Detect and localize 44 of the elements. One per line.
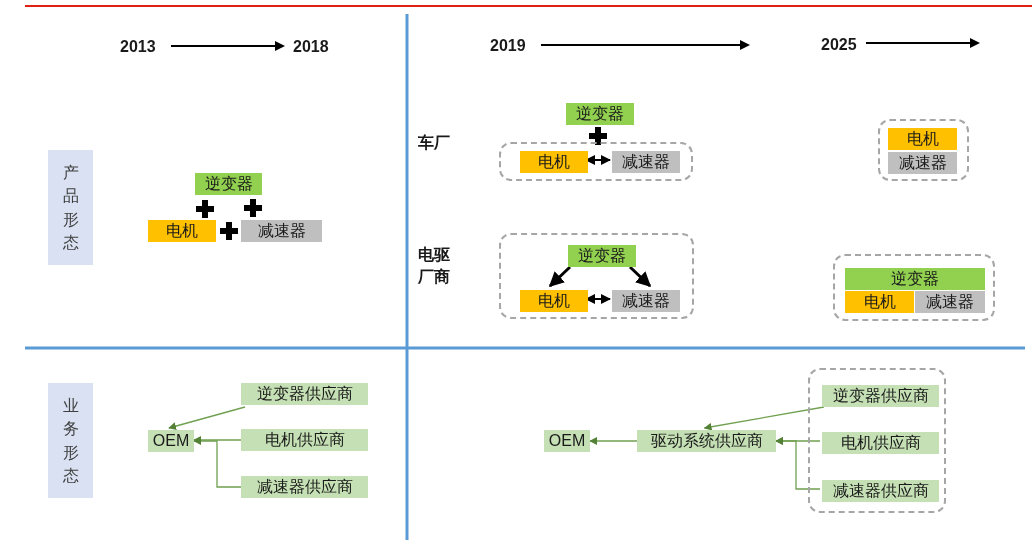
arrow <box>168 406 246 430</box>
supplier-box: 逆变器供应商 <box>241 383 368 405</box>
year-label: 2025 <box>821 35 858 55</box>
year-label: 2013 <box>120 37 157 57</box>
arrow <box>548 265 572 288</box>
supplier-box: OEM <box>148 430 194 452</box>
supplier-box: 减速器供应商 <box>241 476 368 498</box>
dashed-group-box <box>499 233 694 319</box>
supplier-box: 电机供应商 <box>241 429 368 451</box>
supplier-box: 减速器供应商 <box>822 480 939 502</box>
supplier-box: 电机供应商 <box>822 432 939 454</box>
component-box: 减速器 <box>612 151 680 173</box>
arrow <box>703 406 825 431</box>
component-box: 减速器 <box>888 152 957 174</box>
arrow <box>589 437 638 445</box>
component-box: 电机 <box>845 291 914 313</box>
arrow <box>628 265 652 288</box>
dashed-group-box <box>808 368 946 513</box>
arrow <box>193 436 242 444</box>
year-label: 2018 <box>293 37 330 57</box>
dashed-group-box <box>499 142 693 181</box>
row-label: 车厂 <box>418 133 451 153</box>
component-box: 电机 <box>888 128 957 150</box>
component-box: 电机 <box>148 220 216 242</box>
component-box: 逆变器 <box>845 268 985 290</box>
component-box: 逆变器 <box>566 103 634 125</box>
year-label: 2019 <box>490 36 527 56</box>
dashed-group-box <box>833 254 995 321</box>
arrow <box>193 437 242 488</box>
component-box: 逆变器 <box>195 173 262 195</box>
component-box: 电机 <box>520 290 588 312</box>
component-box: 减速器 <box>612 290 680 312</box>
supplier-box: OEM <box>544 430 590 452</box>
component-box: 电机 <box>520 151 588 173</box>
row-label: 电驱厂商 <box>418 245 451 288</box>
component-box: 减速器 <box>915 291 985 313</box>
component-box: 减速器 <box>241 220 322 242</box>
category-band: 产品形态 <box>48 150 93 265</box>
dashed-group-box <box>878 119 969 181</box>
supplier-box: 驱动系统供应商 <box>637 430 776 452</box>
supplier-box: 逆变器供应商 <box>822 385 939 407</box>
category-band: 业务形态 <box>48 383 93 498</box>
arrow <box>775 437 821 490</box>
component-box: 逆变器 <box>568 245 636 267</box>
